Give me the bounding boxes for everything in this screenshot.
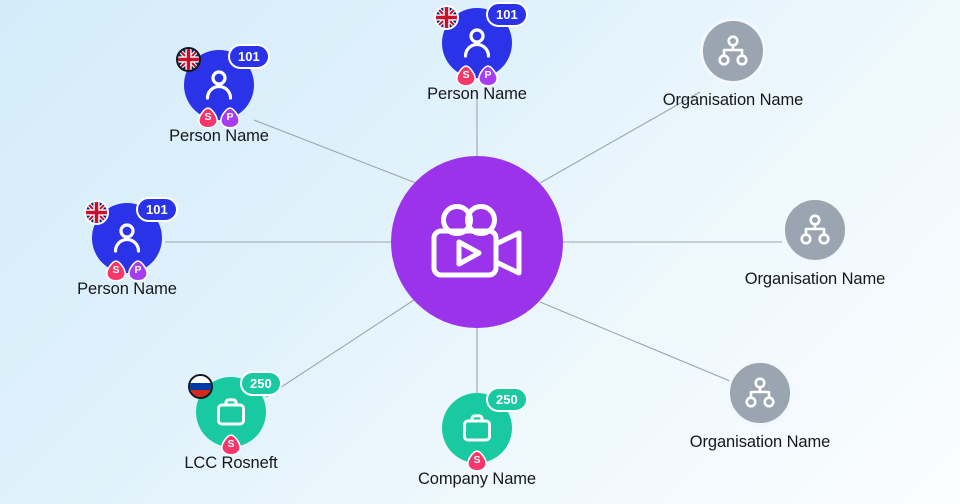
hub-node[interactable]	[391, 156, 563, 328]
shield-badge-shape	[128, 260, 148, 282]
hierarchy-icon	[718, 35, 748, 66]
flag-uk-icon	[178, 49, 199, 70]
shield-badge-s[interactable]: S	[456, 65, 477, 87]
node-circle-org[interactable]	[700, 18, 766, 84]
shield-badge-shape	[456, 65, 476, 87]
flag-badge-uk	[84, 200, 109, 225]
person-icon	[113, 223, 141, 253]
node-label: Organisation Name	[744, 270, 886, 288]
shield-badge-s[interactable]: S	[221, 434, 242, 456]
node-label: Person Name	[169, 127, 269, 145]
node-bubble-wrap	[727, 360, 793, 426]
count-badge[interactable]: 101	[136, 197, 178, 222]
shield-badge-shape	[198, 107, 218, 129]
shield-badge-shape	[478, 65, 498, 87]
graph-node-org-right[interactable]: Organisation Name	[735, 197, 895, 289]
node-bubble-wrap	[782, 197, 848, 263]
shield-badge-p[interactable]: P	[220, 107, 241, 129]
node-label: Organisation Name	[689, 433, 831, 451]
flag-badge-uk	[434, 5, 459, 30]
flag-badge-uk	[176, 47, 201, 72]
count-badge[interactable]: 250	[486, 387, 528, 412]
node-bubble-wrap	[700, 18, 766, 84]
shield-badge-shape	[106, 260, 126, 282]
shield-badge-shape	[221, 434, 241, 456]
graph-node-org-bottom-right[interactable]: Organisation Name	[680, 360, 840, 452]
flag-badge-ru	[188, 374, 213, 399]
node-label: Person Name	[427, 85, 527, 103]
count-badge[interactable]: 250	[240, 371, 282, 396]
shield-badge-group: S	[221, 434, 242, 456]
node-circle-org[interactable]	[727, 360, 793, 426]
node-label: Person Name	[77, 280, 177, 298]
shield-badge-letter: S	[227, 438, 235, 451]
shield-badge-letter: S	[462, 69, 470, 82]
person-icon	[463, 28, 491, 58]
video-camera-icon	[431, 204, 522, 278]
shield-badge-s[interactable]: S	[467, 450, 488, 472]
node-label: Company Name	[417, 470, 536, 488]
flag-ru-icon	[190, 376, 211, 397]
shield-badge-letter: S	[204, 111, 212, 124]
node-label: Organisation Name	[662, 91, 804, 109]
shield-badge-group: S	[467, 450, 488, 472]
shield-badge-s[interactable]: S	[106, 260, 127, 282]
shield-badge-letter: S	[473, 454, 481, 467]
hub-circle[interactable]	[391, 156, 563, 328]
flag-uk-icon	[86, 202, 107, 223]
node-label: LCC Rosneft	[184, 454, 278, 472]
briefcase-icon	[463, 414, 491, 442]
shield-badge-letter: P	[484, 69, 492, 82]
shield-badge-shape	[467, 450, 487, 472]
shield-badge-letter: S	[112, 264, 120, 277]
briefcase-icon	[217, 398, 245, 426]
shield-badge-letter: P	[134, 264, 142, 277]
count-badge[interactable]: 101	[228, 44, 270, 69]
node-circle-org[interactable]	[782, 197, 848, 263]
count-badge[interactable]: 101	[486, 2, 528, 27]
shield-badge-p[interactable]: P	[128, 260, 149, 282]
shield-badge-shape	[220, 107, 240, 129]
hierarchy-icon	[745, 377, 775, 408]
graph-node-org-top-right[interactable]: Organisation Name	[653, 18, 813, 110]
shield-badge-s[interactable]: S	[198, 107, 219, 129]
hierarchy-icon	[800, 214, 830, 245]
flag-uk-icon	[436, 7, 457, 28]
shield-badge-p[interactable]: P	[478, 65, 499, 87]
person-icon	[205, 70, 233, 100]
shield-badge-letter: P	[226, 111, 234, 124]
